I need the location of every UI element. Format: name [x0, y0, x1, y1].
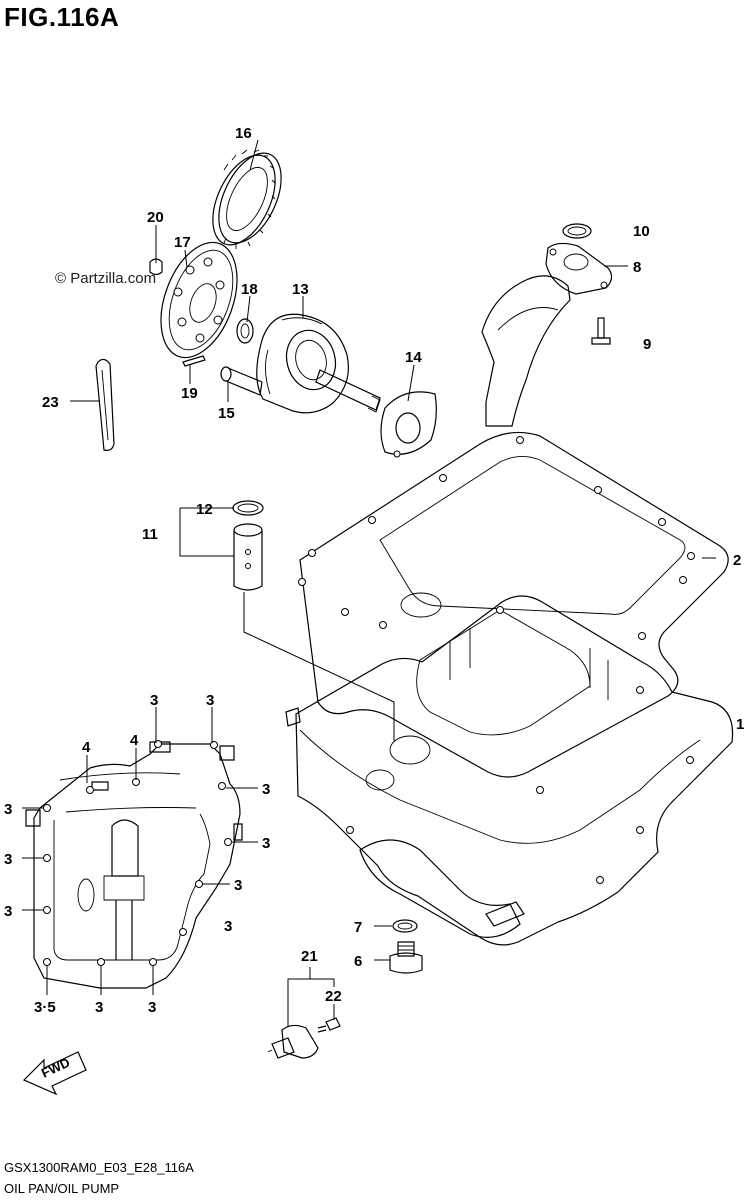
part-14-gasket[interactable] — [380, 391, 437, 458]
callout-3: 3 — [4, 851, 12, 868]
fwd-label: FWD — [39, 1055, 72, 1081]
figure-name: OIL PAN/OIL PUMP — [4, 1181, 120, 1196]
part-19-pin[interactable] — [182, 355, 206, 367]
callout-23: 23 — [42, 394, 59, 411]
callout-14: 14 — [405, 349, 422, 366]
part-2-gasket[interactable] — [298, 431, 729, 778]
part-1-oil-pan[interactable] — [285, 595, 734, 946]
callout-3: 3 — [95, 999, 103, 1016]
callout-12: 12 — [196, 501, 213, 518]
callout-labels: 1 2 3 3 3 3 3 3 3 3 3 3 3 3 3·5 4 4 6 7 … — [4, 125, 744, 1016]
callout-9: 9 — [643, 336, 651, 353]
part-18-washer[interactable] — [236, 318, 254, 344]
callout-7: 7 — [354, 919, 362, 936]
callout-3: 3 — [262, 781, 270, 798]
callout-3-5: 3·5 — [34, 999, 56, 1016]
callout-11: 11 — [142, 526, 158, 543]
part-15-bolt[interactable] — [220, 366, 263, 396]
callout-3: 3 — [262, 835, 270, 852]
figure-title: FIG.116A — [4, 2, 120, 32]
leader-lines — [22, 139, 716, 1027]
callout-18: 18 — [241, 281, 258, 298]
part-4-cover[interactable] — [25, 740, 243, 989]
callout-1: 1 — [736, 716, 744, 733]
part-20-clip[interactable] — [149, 258, 163, 276]
callout-17: 17 — [174, 234, 191, 251]
callout-3: 3 — [4, 903, 12, 920]
figure-code: GSX1300RAM0_E03_E28_116A — [4, 1160, 194, 1175]
part-12-o-ring[interactable] — [232, 500, 264, 516]
callout-16: 16 — [235, 125, 252, 142]
callout-10: 10 — [633, 223, 650, 240]
part-23-strap[interactable] — [95, 358, 115, 451]
callout-4: 4 — [130, 732, 139, 749]
callout-22: 22 — [325, 988, 342, 1005]
callout-8: 8 — [633, 259, 641, 276]
callout-3: 3 — [150, 692, 158, 709]
callout-19: 19 — [181, 385, 198, 402]
watermark: © Partzilla.com — [55, 270, 157, 287]
callout-3: 3 — [4, 801, 12, 818]
callout-4: 4 — [82, 739, 91, 756]
callout-13: 13 — [292, 281, 309, 298]
part-10-o-ring[interactable] — [562, 223, 592, 239]
part-7-washer[interactable] — [392, 919, 418, 933]
part-6-drain-plug[interactable] — [389, 941, 423, 974]
part-8-strainer[interactable] — [481, 242, 613, 427]
part-21-sensor[interactable] — [267, 1024, 319, 1059]
callout-3: 3 — [224, 918, 232, 935]
callout-6: 6 — [354, 953, 362, 970]
callout-21: 21 — [301, 948, 318, 965]
callout-3: 3 — [234, 877, 242, 894]
part-17-gear[interactable] — [147, 232, 252, 368]
callout-3: 3 — [206, 692, 214, 709]
part-9-bolt[interactable] — [591, 317, 611, 345]
callout-20: 20 — [147, 209, 164, 226]
callout-2: 2 — [733, 552, 741, 569]
part-16-sprocket[interactable] — [200, 144, 294, 255]
part-13-oil-pump[interactable] — [256, 313, 381, 414]
part-22-bolt[interactable] — [317, 1017, 341, 1033]
fwd-arrow-icon: FWD — [22, 1051, 87, 1096]
callout-3: 3 — [148, 999, 156, 1016]
callout-15: 15 — [218, 405, 235, 422]
part-11-pipe[interactable] — [233, 523, 263, 591]
